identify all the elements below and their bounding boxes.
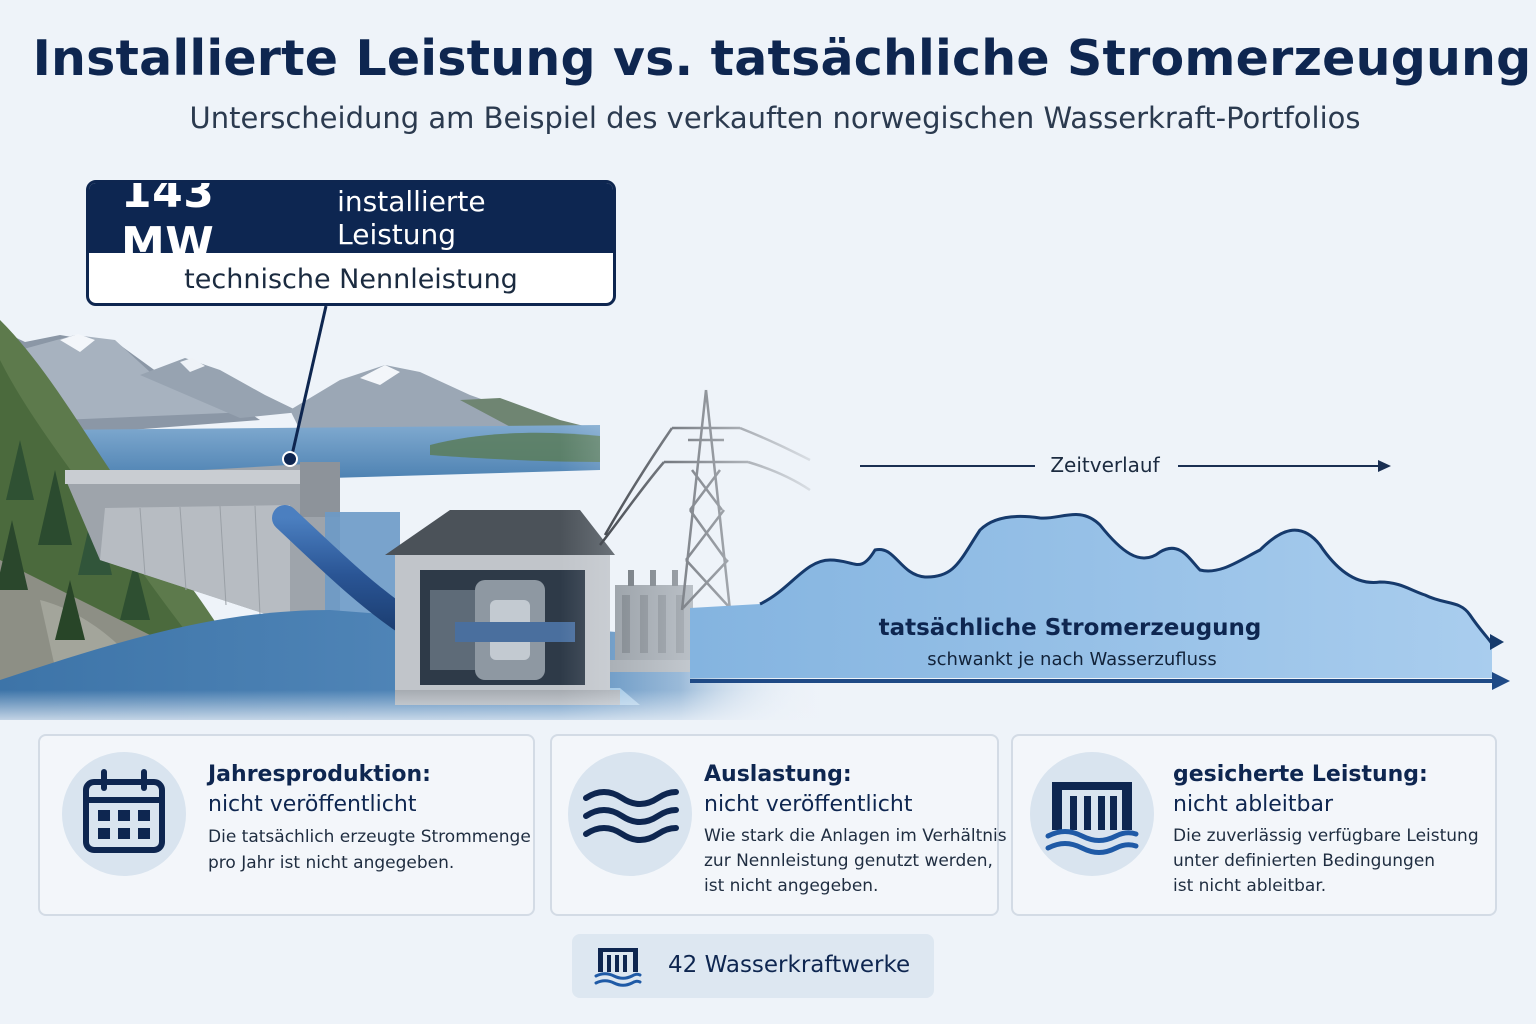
card-description: Wie stark die Anlagen im Verhältnis zur …	[704, 826, 1007, 896]
water-waves-icon	[568, 752, 692, 876]
card-status: nicht ableitbar	[1173, 792, 1334, 817]
callout-sublabel: technische Nennleistung	[184, 264, 518, 295]
generation-title: tatsächliche Stromerzeugung	[878, 615, 1262, 641]
page-title: Installierte Leistung vs. tatsächliche S…	[32, 30, 1532, 87]
plant-count-text: 42 Wasserkraftwerke	[668, 952, 911, 978]
card-utilization: Auslastung: nicht veröffentlicht Wie sta…	[550, 734, 1007, 916]
generation-subtitle: schwankt je nach Wasserzufluss	[927, 649, 1217, 670]
card-title: gesicherte Leistung:	[1173, 762, 1428, 787]
card-description: Die zuverlässig verfügbare Leistung unte…	[1173, 826, 1479, 896]
dam	[65, 462, 400, 625]
installed-capacity-label: installierte Leistung	[337, 185, 486, 251]
card-status: nicht veröffentlicht	[704, 792, 913, 817]
installed-capacity-callout: 143 MW installierte Leistung technische …	[86, 180, 616, 306]
generation-arrowhead	[1490, 634, 1504, 650]
calendar-icon	[62, 752, 186, 876]
baseline-arrowhead	[1492, 672, 1510, 690]
installed-capacity-value: 143 MW	[121, 180, 215, 269]
card-annual-production: Jahresproduktion: nicht veröffentlicht D…	[38, 734, 535, 916]
callout-connector	[290, 305, 328, 456]
page-subtitle: Unterscheidung am Beispiel des verkaufte…	[189, 101, 1361, 135]
callout-header: 143 MW installierte Leistung	[89, 183, 613, 269]
plant-count-badge: 42 Wasserkraftwerke	[572, 934, 934, 998]
powerhouse	[385, 510, 620, 705]
lake	[40, 425, 600, 478]
generation-chart	[690, 513, 1510, 690]
card-status: nicht veröffentlicht	[208, 792, 417, 817]
dam-icon	[1030, 752, 1154, 876]
generation-line	[759, 513, 1494, 645]
card-title: Jahresproduktion:	[208, 762, 431, 787]
card-title: Auslastung:	[704, 762, 852, 787]
card-description: Die tatsächlich erzeugte Strommenge pro …	[208, 827, 531, 873]
card-firm-capacity: gesicherte Leistung: nicht ableitbar Die…	[1011, 734, 1497, 916]
timeline-label: Zeitverlauf	[1050, 453, 1160, 477]
timeline-arrowhead	[1378, 460, 1391, 472]
callout-anchor-dot	[282, 451, 298, 467]
dam-icon	[594, 948, 642, 987]
